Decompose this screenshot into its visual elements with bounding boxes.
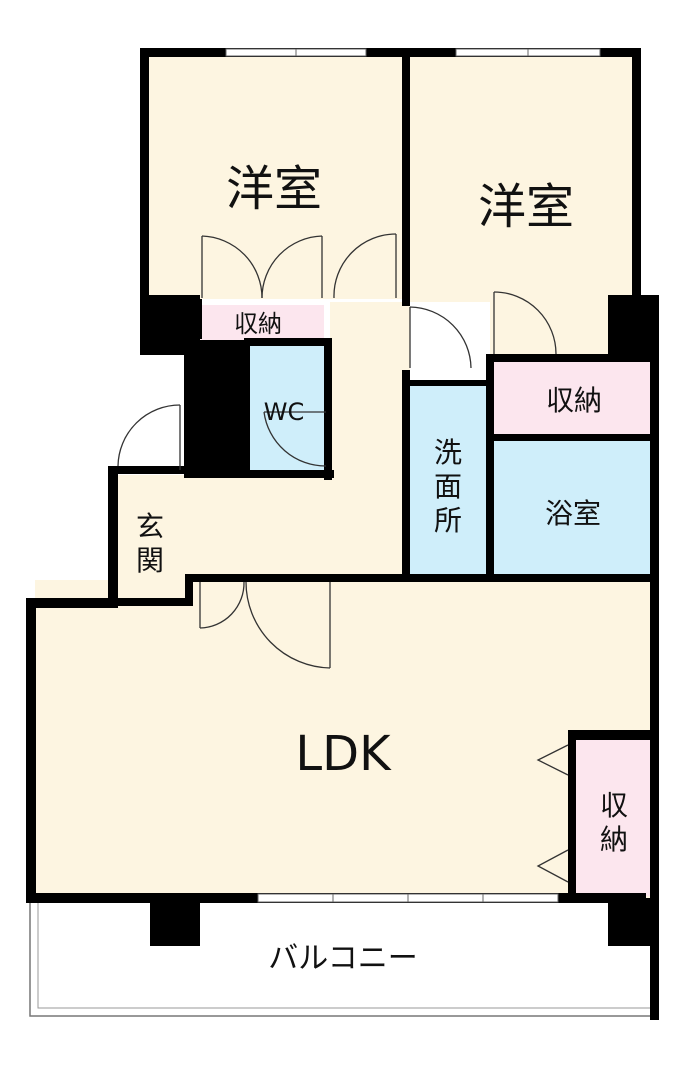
room-label-western-right: 洋室 — [478, 179, 574, 235]
room-label-bathroom: 浴室 — [545, 497, 601, 530]
room-label-western-left: 洋室 — [226, 161, 322, 217]
room-label-washroom-2: 面 — [434, 470, 462, 503]
windows — [225, 48, 601, 903]
room-label-storage-ldk-1: 収 — [600, 789, 628, 822]
room-label-entrance-2: 関 — [136, 544, 164, 577]
room-label-ldk: LDK — [295, 726, 392, 782]
room-label-balcony: バルコニー — [268, 941, 417, 976]
room-label-wc: WC — [264, 398, 305, 426]
door-swings — [117, 233, 569, 883]
room-label-storage-ldk-2: 納 — [600, 823, 628, 856]
room-label-storage-right-top: 収納 — [546, 384, 602, 417]
room-label-storage-top: 収納 — [234, 310, 282, 338]
room-label-washroom-1: 洗 — [434, 436, 462, 469]
room-label-entrance-1: 玄 — [136, 510, 164, 543]
room-label-washroom-3: 所 — [434, 504, 462, 537]
balcony-area — [29, 897, 653, 1017]
room-fills — [35, 57, 652, 898]
